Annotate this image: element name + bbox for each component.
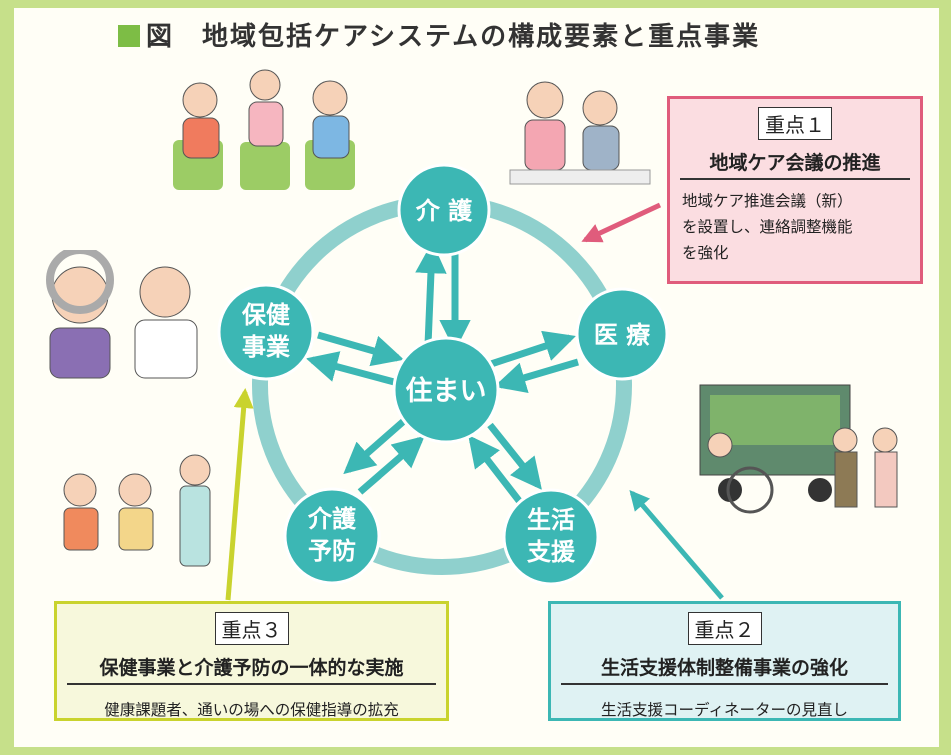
priority3-body: 健康課題者、通いの場への保健指導の拡充 bbox=[104, 701, 399, 719]
priority3-heading: 保健事業と介護予防の一体的な実施 bbox=[67, 653, 436, 685]
svg-text:保健: 保健 bbox=[241, 301, 290, 329]
priority1-heading: 地域ケア会議の推進 bbox=[680, 148, 910, 180]
svg-text:住まい: 住まい bbox=[406, 375, 487, 407]
priority1-body-line: を強化 bbox=[682, 244, 729, 262]
node-yobo: 介護 予防 bbox=[283, 487, 381, 585]
arrow-hoken-to-center bbox=[317, 331, 405, 367]
priority3-box: 重点３ 保健事業と介護予防の一体的な実施 健康課題者、通いの場への保健指導の拡充 bbox=[54, 601, 449, 721]
svg-text:介護: 介護 bbox=[307, 505, 357, 533]
care-worker-illustration bbox=[509, 81, 651, 185]
arrow-center-to-yobo bbox=[343, 417, 408, 475]
priority1-box: 重点１ 地域ケア会議の推進 地域ケア推進会議（新） を設置し、連絡調整機能 を強… bbox=[667, 96, 923, 284]
arrow-iryo-to-center bbox=[493, 358, 579, 393]
priority2-tag: 重点２ bbox=[687, 612, 762, 645]
title-text: 図 地域包括ケアシステムの構成要素と重点事業 bbox=[146, 22, 761, 52]
node-hoken: 保健 事業 bbox=[217, 283, 315, 381]
priority1-body: 地域ケア推進会議（新） を設置し、連絡調整機能 を強化 bbox=[682, 188, 908, 266]
arrow-center-to-seikatsu bbox=[487, 422, 542, 490]
arrow-center-to-kaigo bbox=[415, 241, 447, 346]
priority2-box: 重点２ 生活支援体制整備事業の強化 生活支援コーディネーターの見直し bbox=[548, 601, 901, 721]
mobile-shop-illustration bbox=[699, 384, 898, 514]
title-square-icon bbox=[118, 25, 140, 47]
arrow-priority3 bbox=[225, 388, 254, 601]
arrow-priority2 bbox=[629, 489, 724, 600]
flow-arrows bbox=[305, 241, 579, 505]
elderly-exercise-illustration bbox=[63, 454, 211, 567]
svg-text:医 療: 医 療 bbox=[594, 321, 651, 349]
arrow-priority1 bbox=[581, 202, 662, 243]
svg-text:介 護: 介 護 bbox=[415, 197, 473, 225]
svg-text:事業: 事業 bbox=[242, 333, 290, 361]
svg-text:生活: 生活 bbox=[527, 506, 575, 534]
svg-text:支援: 支援 bbox=[527, 538, 576, 566]
node-kaigo: 介 護 bbox=[397, 163, 491, 257]
node-iryo: 医 療 bbox=[575, 287, 669, 381]
priority3-tag: 重点３ bbox=[214, 612, 289, 645]
priority1-body-line: を設置し、連絡調整機能 bbox=[682, 218, 853, 236]
doctor-and-patient-illustration bbox=[46, 250, 198, 379]
svg-text:予防: 予防 bbox=[308, 537, 356, 565]
node-seikatsu: 生活 支援 bbox=[502, 488, 600, 586]
priority2-heading: 生活支援体制整備事業の強化 bbox=[561, 653, 888, 685]
priority1-tag: 重点１ bbox=[758, 107, 832, 140]
arrow-center-to-iryo bbox=[486, 330, 576, 369]
page-title: 図 地域包括ケアシステムの構成要素と重点事業 bbox=[118, 16, 760, 53]
arrow-center-to-hoken bbox=[305, 351, 399, 387]
arrow-seikatsu-to-center bbox=[468, 435, 523, 505]
node-center-sumai: 住まい bbox=[392, 336, 500, 444]
arrow-yobo-to-center bbox=[357, 435, 425, 495]
priority2-body: 生活支援コーディネーターの見直し bbox=[601, 701, 848, 719]
priority1-body-line: 地域ケア推進会議（新） bbox=[682, 192, 853, 210]
exercise-group-illustration bbox=[173, 69, 355, 190]
